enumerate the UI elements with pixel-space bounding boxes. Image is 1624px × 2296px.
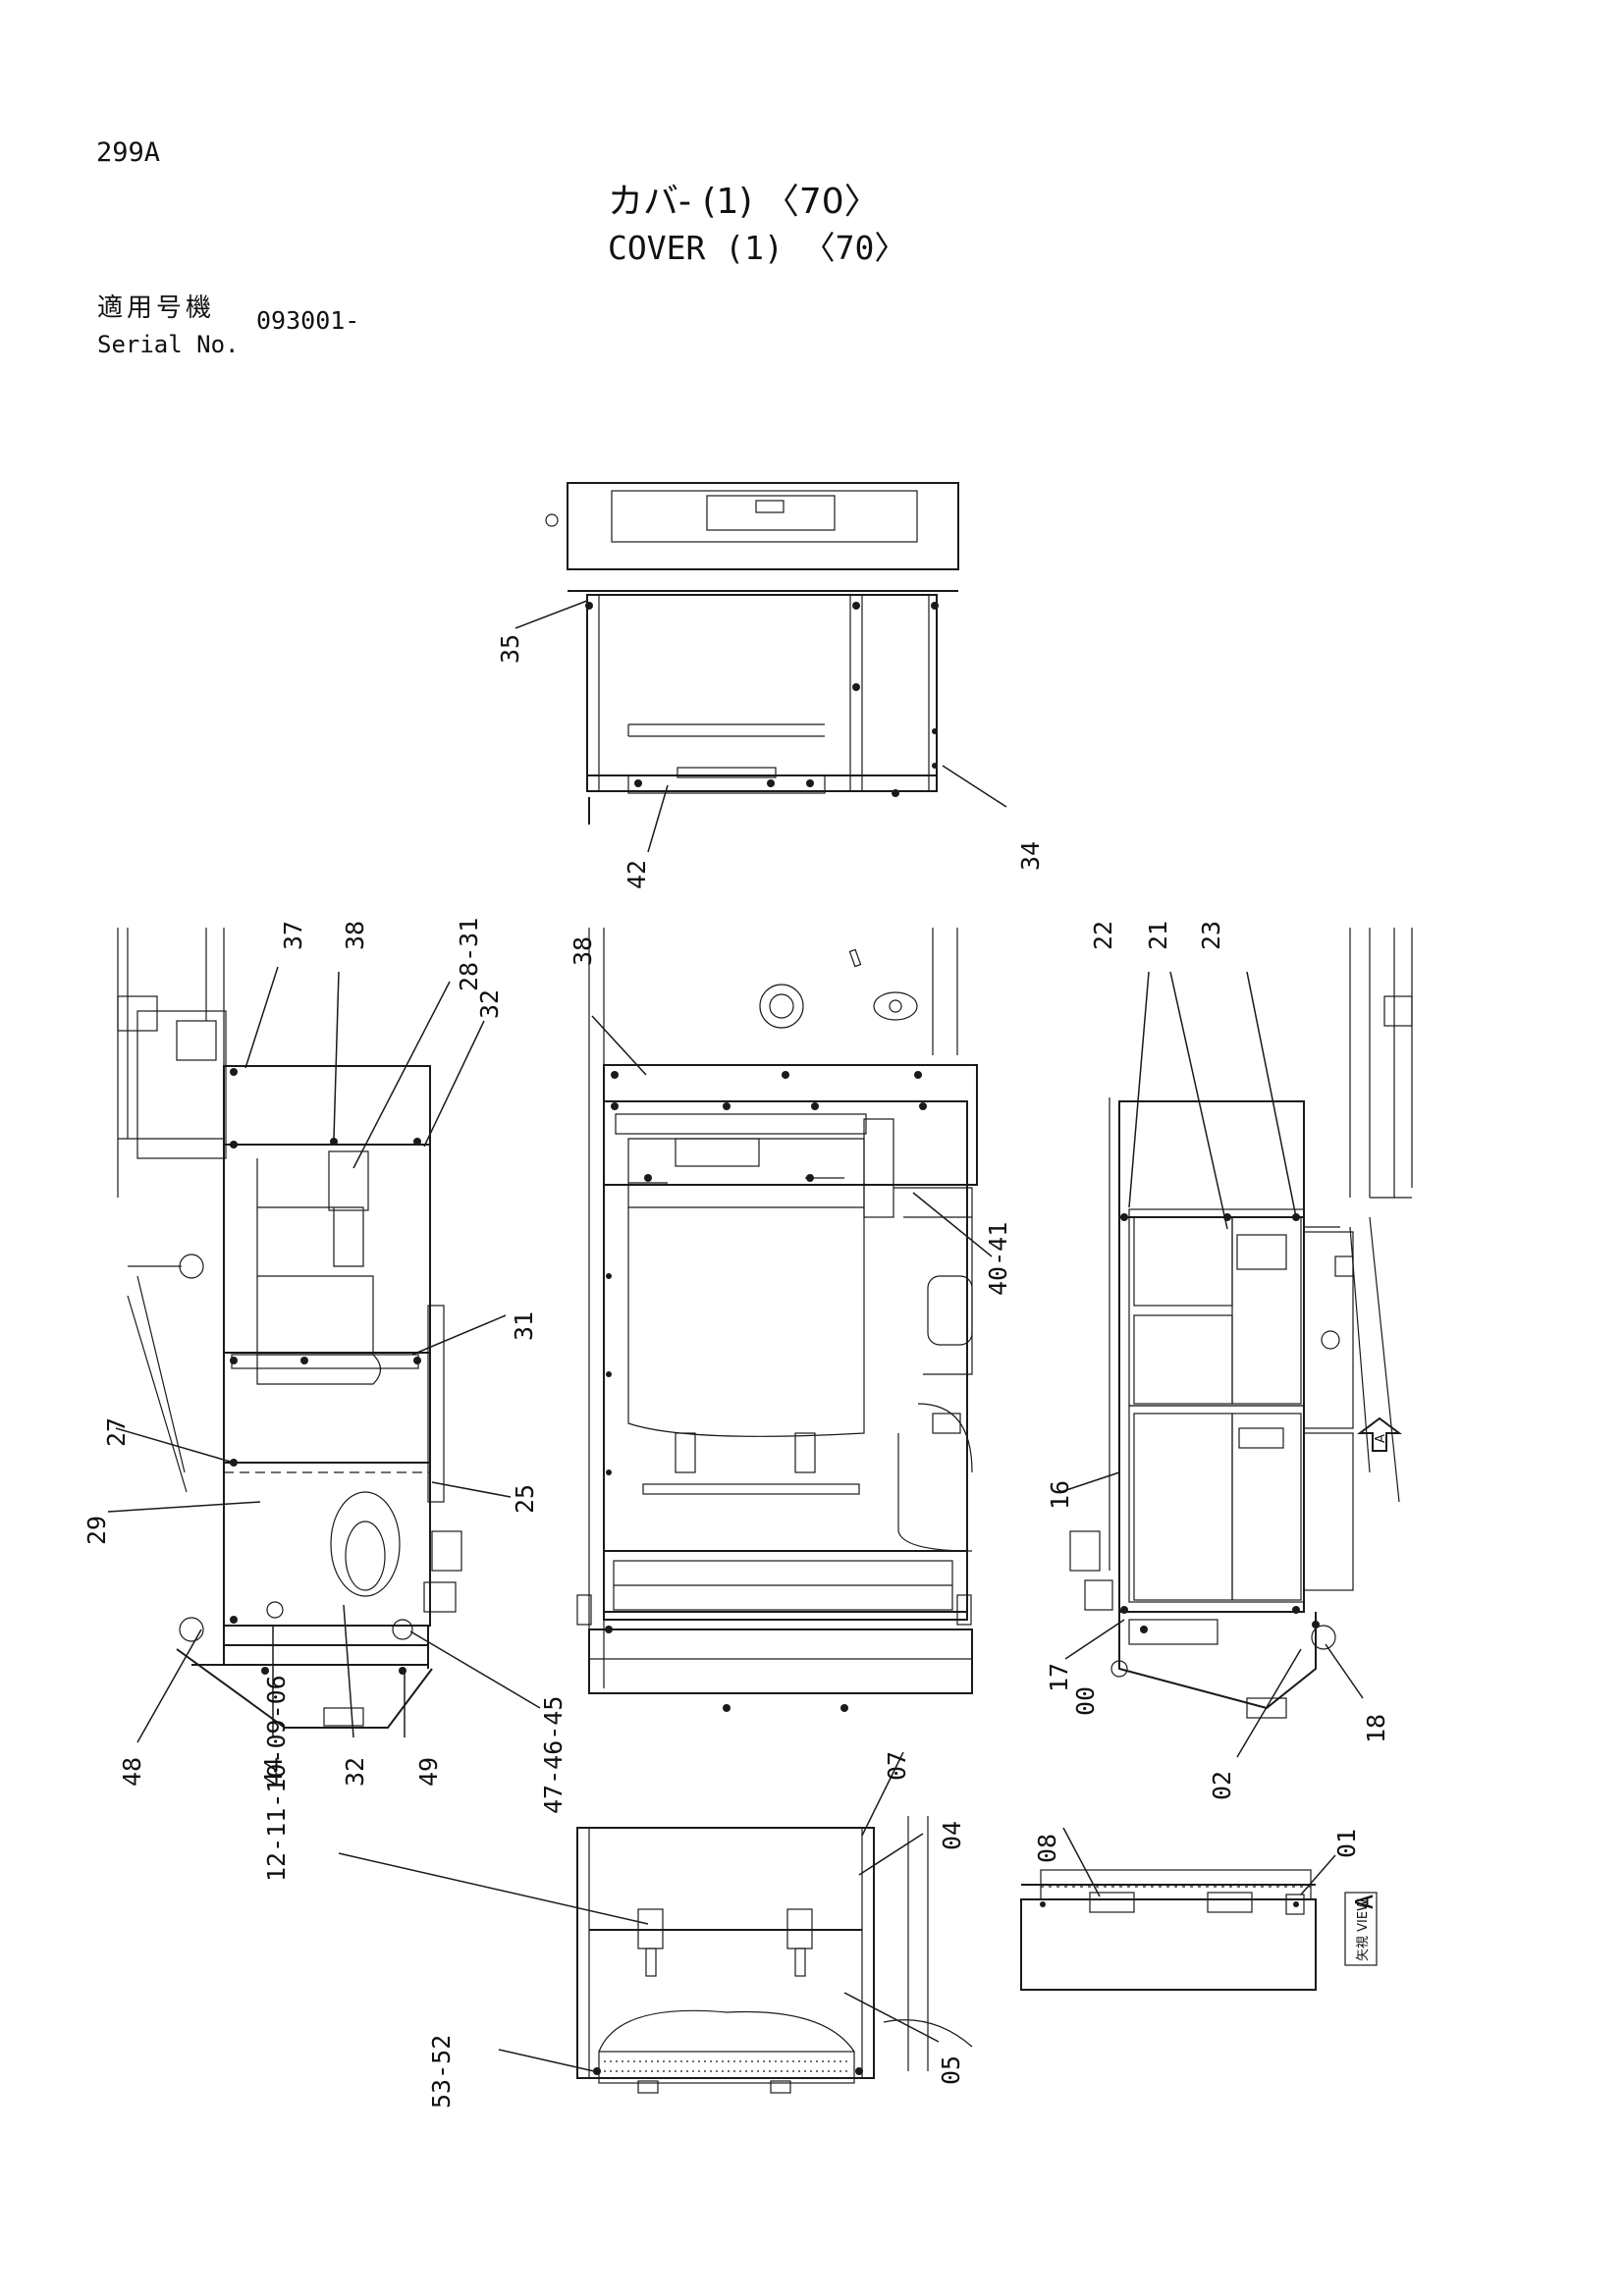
callout-01: 01 [1332,1829,1361,1858]
callout-05: 05 [937,2056,965,2085]
serial-label-english: Serial No. [97,331,240,358]
callout-16: 16 [1046,1480,1074,1510]
callout-38-center: 38 [568,936,597,966]
callout-40-41: 40-41 [984,1222,1012,1296]
callout-47-46-45: 47-46-45 [539,1696,568,1814]
leader-lines [107,600,1364,2072]
view-a-detail [1020,1869,1378,1991]
page-number: 299A [96,137,161,168]
title-japanese: カバ- (1) 〈70〉 [608,182,880,222]
view-box-text: 矢視 VIEW [1356,1898,1371,1961]
callout-32: 32 [475,989,504,1019]
callout-35: 35 [496,634,524,664]
callout-29: 29 [82,1516,111,1545]
serial-number-value: 093001- [256,306,360,335]
callout-02: 02 [1208,1771,1236,1800]
callout-31: 31 [510,1311,538,1341]
callout-37: 37 [279,921,307,950]
callout-04: 04 [938,1821,966,1850]
callout-21: 21 [1144,921,1172,950]
callout-12-11-10-09-06: 12-11-10-09-06 [262,1675,291,1882]
callout-22: 22 [1089,921,1117,950]
callout-48: 48 [118,1757,146,1787]
callout-07: 07 [883,1751,911,1781]
view-arrow-letter: A [1374,1434,1388,1443]
callout-42: 42 [623,860,651,889]
serial-label-japanese: 適用号機 [97,294,216,323]
callout-17: 17 [1045,1663,1073,1692]
view-box-letter: A [1350,1895,1379,1909]
callout-00: 00 [1071,1686,1100,1716]
callout-28-31: 28-31 [455,918,483,991]
left-side-view [117,928,462,1729]
callout-32-lower: 32 [341,1757,369,1787]
right-side-view [1069,928,1413,1719]
callout-18: 18 [1362,1714,1390,1743]
center-view [576,928,978,1712]
callout-49: 49 [414,1757,443,1787]
callout-44: 44 [259,1757,288,1787]
callout-labels: 35 42 34 37 38 28-31 32 31 27 29 25 48 4… [82,634,1390,2109]
callout-08: 08 [1033,1834,1061,1863]
callout-38: 38 [341,921,369,950]
callout-25: 25 [511,1484,539,1514]
callout-53-52: 53-52 [427,2035,456,2109]
bottom-cover-view [576,1816,973,2094]
title-english: COVER (1) 〈70〉 [608,229,907,267]
top-cover-view [545,482,959,825]
callout-34: 34 [1016,841,1045,871]
callout-23: 23 [1197,921,1225,950]
callout-27: 27 [102,1417,131,1447]
